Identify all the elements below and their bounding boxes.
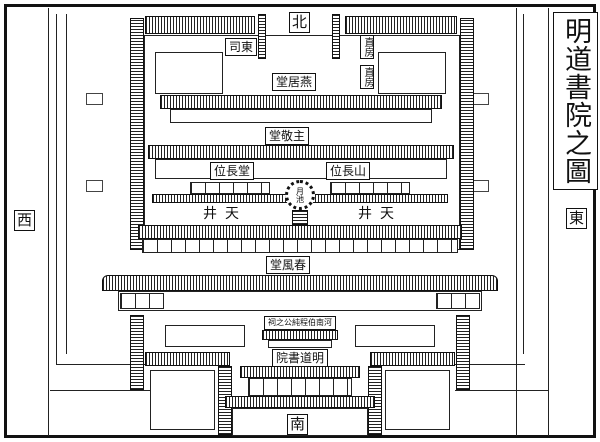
north-wall-right <box>332 14 340 59</box>
duty-room-label: 直房 <box>360 35 374 59</box>
west-rooms <box>165 325 245 347</box>
east-corridor <box>460 18 474 250</box>
side-plaque <box>86 180 104 192</box>
east-wing <box>456 315 470 390</box>
mountain-head-seat-label: 山長位 <box>326 162 371 180</box>
zhujing-hall-front <box>155 159 447 179</box>
north-wall-left <box>258 14 266 59</box>
divider <box>66 14 67 354</box>
gate-base <box>232 408 368 436</box>
gate-hall <box>248 378 352 396</box>
wall-line <box>455 364 525 365</box>
shrine-label: 河南伯程純公之祠 <box>264 316 336 330</box>
side-plaque <box>472 93 490 105</box>
wall-line <box>455 390 548 391</box>
divider <box>523 14 524 354</box>
outer-frame <box>4 4 596 438</box>
northeast-roof <box>345 16 457 34</box>
divider <box>516 8 517 436</box>
room <box>155 52 223 94</box>
hall-head-seat-label: 堂長位 <box>210 162 255 180</box>
side-plaque <box>86 93 104 105</box>
northwest-roof <box>145 16 255 34</box>
duty-room-label: 直房 <box>360 65 374 89</box>
central-path <box>292 210 308 225</box>
window <box>436 293 480 309</box>
courtyard-right-label: 天井 <box>355 205 405 223</box>
wall-line <box>50 390 150 391</box>
chunfeng-hall-windows <box>142 239 458 253</box>
east-wing-roof <box>370 352 455 366</box>
west-gallery <box>190 182 270 194</box>
shrine-building <box>268 340 332 348</box>
courtyard-left-label: 天井 <box>200 205 250 223</box>
west-wing <box>130 315 144 390</box>
south-label: 南 <box>287 414 309 435</box>
west-wing-roof <box>145 352 230 366</box>
wall-line <box>56 364 146 365</box>
divider <box>548 8 549 436</box>
east-office-label: 東司 <box>225 38 258 56</box>
shrine-roof <box>262 330 338 340</box>
east-yard <box>385 370 450 430</box>
side-plaque <box>472 180 490 192</box>
academy-gate-label: 明道書院 <box>272 349 329 367</box>
yanju-hall-label: 燕居堂 <box>272 73 317 91</box>
north-label: 北 <box>289 12 311 33</box>
west-yard <box>150 370 215 430</box>
divider <box>48 8 49 436</box>
gate-lower-roof <box>225 396 375 408</box>
gate-upper-roof <box>240 366 360 378</box>
east-rooms <box>355 325 435 347</box>
window <box>120 293 164 309</box>
moon-pond: 月池 <box>285 180 315 210</box>
zhujing-hall-label: 主敬堂 <box>265 127 310 145</box>
zhujing-hall-wall <box>170 109 432 123</box>
zhujing-hall-front-roof <box>148 145 454 159</box>
chunfeng-hall-front <box>118 291 482 311</box>
west-label: 西 <box>14 210 36 231</box>
chunfeng-hall-label: 春風堂 <box>266 256 311 274</box>
chunfeng-hall-rear-roof <box>138 225 462 239</box>
chunfeng-hall-roof <box>102 275 498 291</box>
west-corridor <box>130 18 144 250</box>
divider <box>56 14 57 364</box>
east-gallery <box>330 182 410 194</box>
zhujing-hall-rear-roof <box>160 95 442 109</box>
map-title: 明道書院之圖 <box>553 12 598 190</box>
room <box>378 52 446 94</box>
east-label: 東 <box>566 208 588 229</box>
